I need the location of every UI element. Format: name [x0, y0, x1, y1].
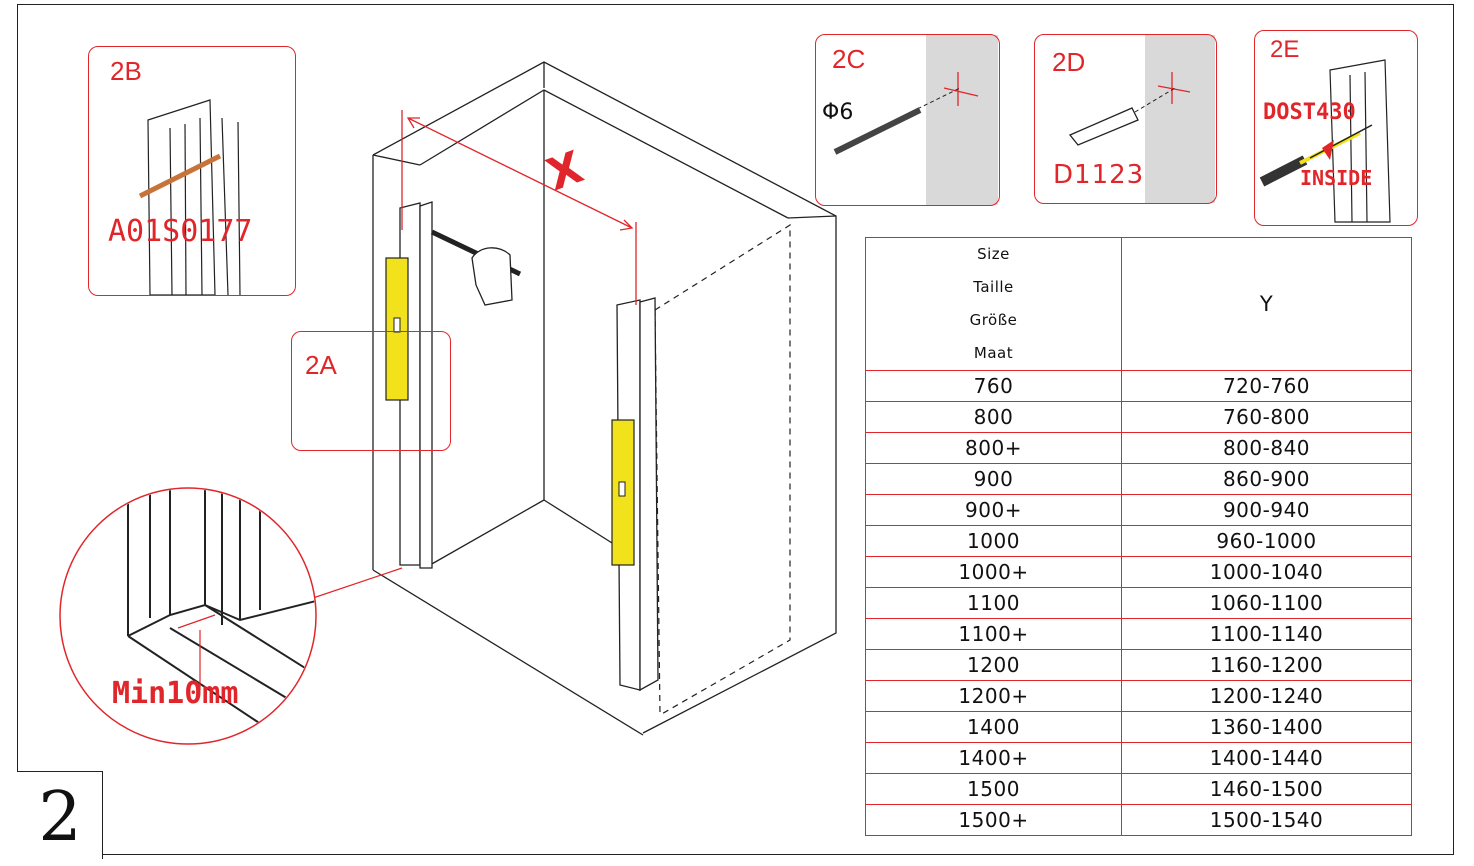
table-row: 1200+1200-1240: [865, 680, 1412, 712]
size-cell: 900: [865, 463, 1122, 495]
2b-part-code: A01S0177: [108, 214, 253, 249]
size-cell: 1000: [865, 525, 1122, 557]
size-cell: 800+: [865, 432, 1122, 464]
table-row: 1400+1400-1440: [865, 742, 1412, 774]
step-number-box: [17, 771, 103, 859]
drill-bit: [833, 107, 922, 155]
callout-2e-label: 2E: [1270, 36, 1300, 63]
range-cell: 1060-1100: [1121, 587, 1412, 619]
size-header-line: Size: [977, 245, 1010, 263]
size-cell: 1000+: [865, 556, 1122, 588]
size-header-line: Maat: [973, 344, 1014, 362]
callout-2d-box: [1034, 34, 1217, 204]
callout-2c-label: 2C: [832, 44, 866, 74]
callout-2a-box: [291, 331, 451, 451]
range-cell: 1160-1200: [1121, 649, 1412, 681]
page-frame: [17, 4, 1454, 855]
size-header-cell: Size Taille Größe Maat: [865, 237, 1122, 371]
range-cell: 860-900: [1121, 463, 1412, 495]
range-cell: 1100-1140: [1121, 618, 1412, 650]
range-cell: 720-760: [1121, 370, 1412, 402]
wall-plug: [1068, 107, 1139, 146]
callout-2d-label: 2D: [1052, 47, 1086, 77]
range-cell: 760-800: [1121, 401, 1412, 433]
size-cell: 1400+: [865, 742, 1122, 774]
2e-part-code: DOST430: [1263, 100, 1356, 125]
size-cell: 1200+: [865, 680, 1122, 712]
range-cell: 1200-1240: [1121, 680, 1412, 712]
range-cell: 960-1000: [1121, 525, 1412, 557]
range-cell: 1400-1440: [1121, 742, 1412, 774]
callout-2a-label: 2A: [305, 350, 337, 380]
min-gap-label: Min10mm: [112, 676, 239, 711]
size-cell: 1500+: [865, 804, 1122, 836]
table-row: 900+900-940: [865, 494, 1412, 526]
2b-screw-rod: [138, 153, 222, 199]
range-cell: 1000-1040: [1121, 556, 1412, 588]
callout-2b-label: 2B: [110, 56, 142, 86]
size-cell: 1200: [865, 649, 1122, 681]
size-header-line: Größe: [969, 311, 1018, 329]
table-row: 1100+1100-1140: [865, 618, 1412, 650]
2e-inside-note: INSIDE: [1300, 166, 1373, 190]
size-cell: 1100: [865, 587, 1122, 619]
range-cell: 1500-1540: [1121, 804, 1412, 836]
table-row: 1000+1000-1040: [865, 556, 1412, 588]
callout-2e-box: [1254, 30, 1418, 226]
detail-circle: [59, 487, 317, 745]
size-cell: 1500: [865, 773, 1122, 805]
size-cell: 800: [865, 401, 1122, 433]
table-row: 800+800-840: [865, 432, 1412, 464]
size-table-header-row: Size Taille Größe Maat Y: [865, 237, 1412, 371]
size-header-line: Taille: [973, 278, 1014, 296]
range-cell: 900-940: [1121, 494, 1412, 526]
size-cell: 760: [865, 370, 1122, 402]
range-cell: 800-840: [1121, 432, 1412, 464]
2d-part-code: D1123: [1053, 160, 1145, 190]
size-cell: 1100+: [865, 618, 1122, 650]
callout-2b-box: [88, 46, 296, 296]
value-header-cell: Y: [1121, 237, 1412, 371]
step-number: 2: [38, 778, 82, 857]
size-cell: 1400: [865, 711, 1122, 743]
drill-size: Φ6: [822, 100, 854, 125]
table-row: 1500+1500-1540: [865, 804, 1412, 836]
callout-2c-box: [815, 34, 1000, 206]
range-cell: 1460-1500: [1121, 773, 1412, 805]
range-cell: 1360-1400: [1121, 711, 1412, 743]
size-cell: 900+: [865, 494, 1122, 526]
